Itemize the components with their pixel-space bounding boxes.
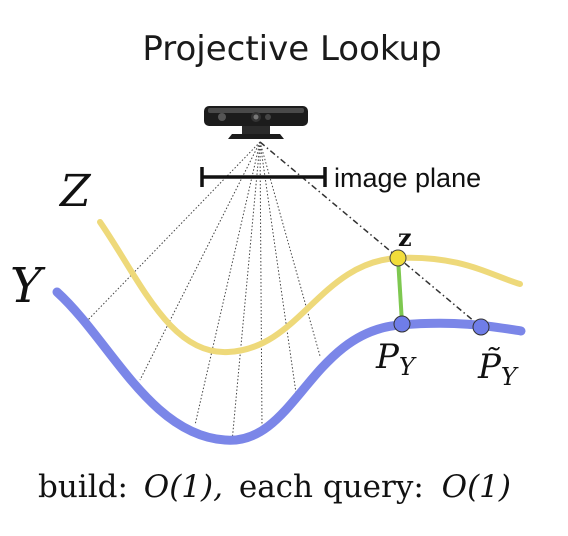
projection-ray bbox=[259, 141, 482, 328]
build-value: O(1), bbox=[144, 469, 223, 505]
point-py-label: PY bbox=[375, 337, 417, 381]
point-py bbox=[393, 315, 411, 333]
depth-camera-icon bbox=[204, 106, 308, 139]
projection-segment bbox=[396, 257, 404, 324]
curve-z-label: Z bbox=[58, 166, 92, 217]
point-ptilde-label: P̃Y bbox=[477, 347, 519, 391]
curve-y-label: Y bbox=[10, 258, 46, 314]
curve-z bbox=[97, 219, 523, 356]
page-title: Projective Lookup bbox=[142, 29, 441, 69]
build-text: build: bbox=[38, 469, 128, 505]
image-plane-bar bbox=[200, 167, 327, 187]
complexity-caption: build: O(1), each query: O(1) bbox=[38, 469, 511, 505]
viewing-rays bbox=[85, 141, 321, 443]
point-z bbox=[389, 249, 407, 267]
query-value: O(1) bbox=[442, 469, 511, 505]
query-text: each query: bbox=[239, 469, 424, 505]
image-plane-label: image plane bbox=[334, 163, 481, 193]
point-ptilde bbox=[472, 318, 490, 336]
point-z-label: z bbox=[398, 223, 412, 252]
curve-y bbox=[52, 287, 526, 445]
